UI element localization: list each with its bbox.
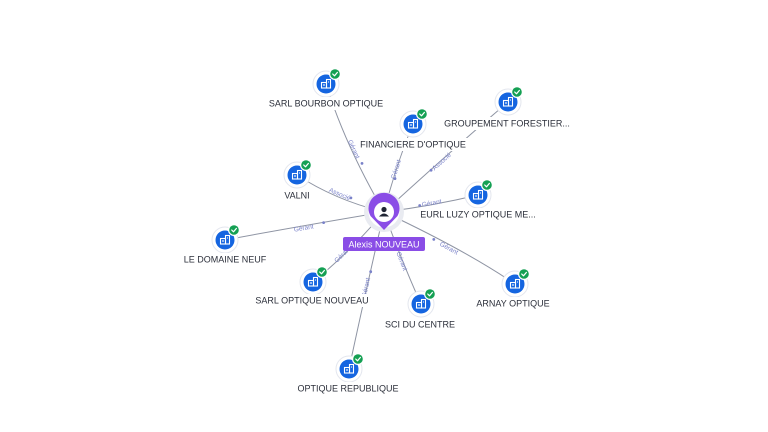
node-label-background	[470, 297, 556, 310]
edge-arrow-valni	[349, 196, 353, 200]
node-label-background	[267, 97, 385, 110]
building-icon	[291, 169, 303, 180]
person-icon	[379, 206, 389, 217]
center-label-background	[343, 237, 425, 251]
edge-label-eurl-luzy-optique: Gérant	[421, 198, 442, 208]
edge-arrow-eurl-luzy-optique	[418, 204, 422, 207]
edge-arrow-financiere-d-optique	[393, 177, 397, 181]
edge-arrow-groupement-forestier	[429, 168, 433, 172]
node-label: GROUPEMENT FORESTIER...	[444, 119, 570, 129]
company-node-sci-du-centre[interactable]: SCI DU CENTRE	[380, 288, 460, 331]
building-icon	[415, 298, 427, 309]
node-label-background	[441, 117, 573, 130]
node-label: SARL OPTIQUE NOUVEAU	[255, 296, 368, 306]
edge-groupement-forestier	[383, 101, 509, 213]
edge-arrow-le-domaine-neuf	[322, 221, 325, 225]
edge-label-financiere-d-optique: Gérant	[390, 159, 403, 180]
node-label-background	[380, 318, 460, 331]
edge-label-optique-republique: Gérant	[361, 277, 372, 298]
node-label-background	[249, 294, 375, 307]
node-label-background	[416, 208, 540, 221]
check-badge-icon	[329, 68, 341, 80]
node-label: FINANCIERE D'OPTIQUE	[360, 140, 466, 150]
center-person-name: Alexis NOUVEAU	[348, 239, 419, 249]
building-icon	[502, 96, 514, 107]
company-node-arnay-optique[interactable]: ARNAY OPTIQUE	[470, 268, 556, 310]
edge-arrow-sarl-bourbon-optique	[360, 162, 364, 165]
node-label: LE DOMAINE NEUF	[184, 255, 267, 265]
edge-arrow-arnay-optique	[432, 238, 436, 241]
company-node-valni[interactable]: VALNI	[279, 159, 315, 202]
company-nodes: SARL BOURBON OPTIQUE FINANCIERE D'OPTIQUE…	[177, 68, 573, 395]
building-icon	[472, 189, 484, 200]
check-badge-icon	[424, 288, 436, 300]
building-icon	[407, 118, 419, 129]
center-person-node[interactable]: Alexis NOUVEAU	[343, 192, 425, 251]
check-badge-icon	[316, 266, 328, 278]
edge-arnay-optique	[383, 211, 516, 285]
node-label: ARNAY OPTIQUE	[476, 299, 549, 309]
node-label: EURL LUZY OPTIQUE ME...	[420, 210, 536, 220]
node-label-background	[279, 189, 315, 202]
company-node-sarl-optique-nouveau[interactable]: SARL OPTIQUE NOUVEAU	[249, 266, 375, 307]
check-badge-icon	[511, 86, 523, 98]
company-node-sarl-bourbon-optique[interactable]: SARL BOURBON OPTIQUE	[267, 68, 385, 110]
edge-label-sci-du-centre: Gérant	[394, 251, 408, 272]
node-label-background	[292, 382, 404, 395]
edge-label-groupement-forestier: Associé	[431, 151, 453, 172]
check-badge-icon	[352, 353, 364, 365]
company-node-optique-republique[interactable]: OPTIQUE REPUBLIQUE	[292, 353, 404, 395]
node-label: VALNI	[284, 191, 309, 201]
building-icon	[307, 276, 319, 287]
check-badge-icon	[228, 224, 240, 236]
edge-label-valni: Associé	[328, 187, 352, 202]
edge-label-arnay-optique: Gérant	[438, 241, 459, 257]
check-badge-icon	[300, 159, 312, 171]
check-badge-icon	[416, 108, 428, 120]
company-node-groupement-forestier[interactable]: GROUPEMENT FORESTIER...	[441, 86, 573, 130]
building-icon	[343, 363, 355, 374]
node-label-background	[177, 253, 273, 266]
company-node-le-domaine-neuf[interactable]: LE DOMAINE NEUF	[177, 224, 273, 266]
node-label: SARL BOURBON OPTIQUE	[269, 99, 383, 109]
edge-label-le-domaine-neuf: Gérant	[293, 223, 314, 233]
node-label: OPTIQUE REPUBLIQUE	[297, 384, 398, 394]
building-icon	[219, 234, 231, 245]
node-label-background	[356, 138, 470, 151]
edge-arrow-optique-republique	[369, 270, 373, 274]
building-icon	[320, 78, 332, 89]
building-icon	[509, 278, 521, 289]
check-badge-icon	[518, 268, 530, 280]
node-label: SCI DU CENTRE	[385, 320, 455, 330]
company-node-financiere-d-optique[interactable]: FINANCIERE D'OPTIQUE	[356, 108, 470, 151]
check-badge-icon	[481, 179, 493, 191]
company-node-eurl-luzy-optique[interactable]: EURL LUZY OPTIQUE ME...	[416, 179, 540, 221]
